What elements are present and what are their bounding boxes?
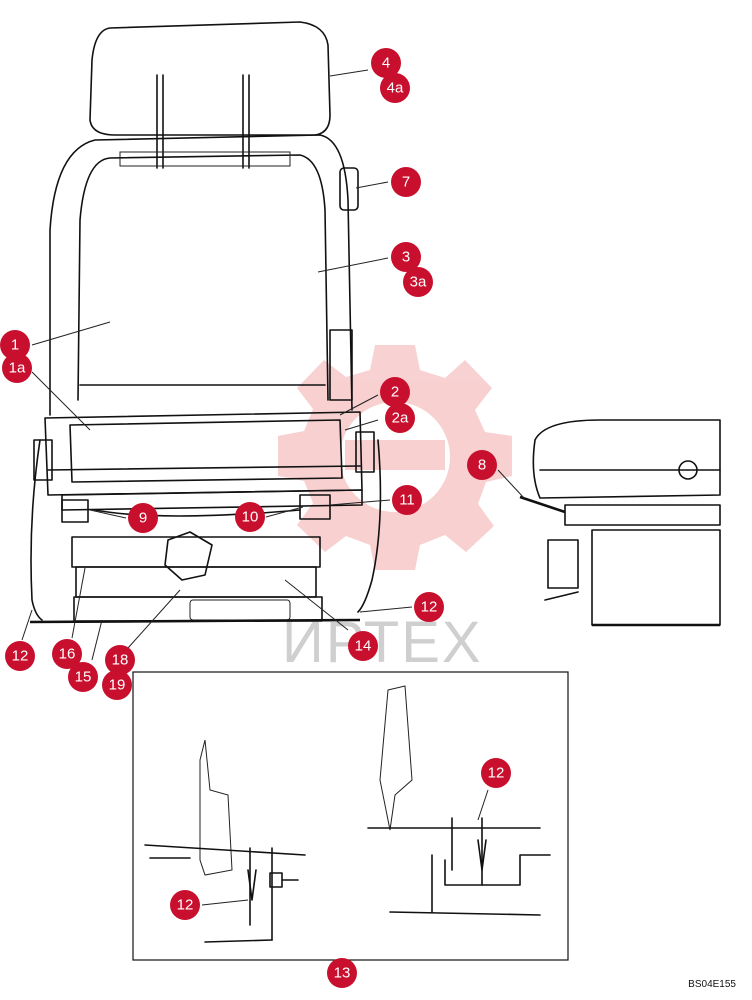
callout-10-label: 10 [242, 509, 259, 526]
callout-12-inset-left-label: 12 [177, 897, 194, 914]
callout-12-inset-right: 12 [481, 758, 511, 788]
callout-8: 8 [467, 450, 497, 480]
callout-15: 15 [68, 662, 98, 692]
callout-11: 11 [392, 485, 422, 515]
callout-12-inset-left: 12 [170, 890, 200, 920]
callout-2a: 2a [385, 403, 415, 433]
callout-19-label: 19 [109, 677, 126, 694]
callout-12-left-label: 12 [12, 648, 29, 665]
callout-1a: 1a [2, 353, 32, 383]
detail-inset [132, 671, 569, 961]
suspension-base [29, 531, 361, 624]
cable-harness [30, 439, 382, 621]
callout-16: 16 [52, 639, 82, 669]
seat-side-view [519, 419, 721, 627]
callout-11-label: 11 [399, 492, 415, 509]
callout-16-label: 16 [59, 646, 76, 663]
leader-lines [21, 69, 525, 906]
callout-3a-label: 3a [410, 274, 427, 291]
callout-14: 14 [348, 631, 378, 661]
callout-13: 13 [327, 958, 357, 988]
watermark-gear-logo [278, 345, 512, 570]
callout-2-label: 2 [391, 384, 399, 401]
callout-10: 10 [235, 502, 265, 532]
callout-3: 3 [391, 242, 421, 272]
callout-3-label: 3 [402, 249, 410, 266]
headrest [89, 21, 331, 169]
callout-4a: 4a [380, 73, 410, 103]
backrest [49, 134, 359, 416]
slide-rails [61, 489, 363, 523]
callout-2: 2 [380, 377, 410, 407]
reference-code: BS04E155 [688, 979, 736, 990]
callout-4a-label: 4a [387, 80, 404, 97]
callout-1: 1 [0, 330, 30, 360]
callout-12-left: 12 [5, 641, 35, 671]
callout-18: 18 [105, 645, 135, 675]
callout-19: 19 [102, 670, 132, 700]
callout-15-label: 15 [75, 669, 92, 686]
callout-1-label: 1 [11, 337, 19, 354]
callout-9-label: 9 [139, 510, 147, 527]
callout-12-inset-right-label: 12 [488, 765, 505, 782]
callout-12-base: 12 [414, 592, 444, 622]
callout-12-base-label: 12 [421, 599, 438, 616]
callout-4-label: 4 [382, 55, 390, 72]
callout-9: 9 [128, 503, 158, 533]
callout-1a-label: 1a [9, 360, 26, 377]
callout-13-label: 13 [334, 965, 351, 982]
callout-4: 4 [371, 48, 401, 78]
callout-3a: 3a [403, 267, 433, 297]
callout-7: 7 [391, 167, 421, 197]
callout-2a-label: 2a [392, 410, 409, 427]
callout-14-label: 14 [355, 638, 372, 655]
callout-8-label: 8 [478, 457, 486, 474]
callout-7-label: 7 [402, 174, 410, 191]
callout-18-label: 18 [112, 652, 129, 669]
